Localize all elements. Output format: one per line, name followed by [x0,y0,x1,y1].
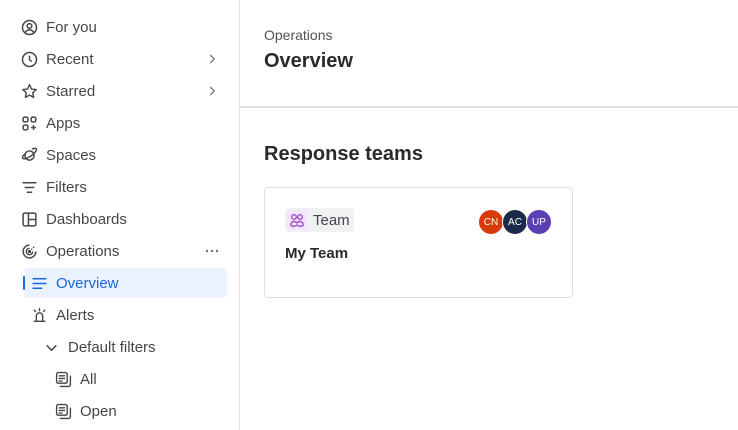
sidebar-item-label: Apps [46,114,81,132]
dashboard-icon [20,210,38,228]
sidebar-item-spaces[interactable]: Spaces [12,140,227,170]
sidebar-item-label: Starred [46,82,96,100]
active-indicator [23,276,25,290]
sidebar-item-label: Spaces [46,146,97,164]
sidebar-item-operations[interactable]: Operations [12,236,227,266]
planet-icon [20,146,38,164]
clock-icon [20,50,38,68]
section-title: Response teams [264,143,423,165]
user-circle-icon [20,18,38,36]
main-content: Operations Overview Response teams Team … [240,0,738,430]
sidebar-item-label: All [80,370,97,388]
team-tag: Team [285,208,354,232]
avatar[interactable]: AC [503,210,527,234]
sidebar-item-starred[interactable]: Starred [12,76,227,106]
apps-icon [20,114,38,132]
avatar[interactable]: CN [479,210,503,234]
filter-list-icon [54,370,72,388]
sidebar-item-label: For you [46,18,97,36]
sidebar-item-for-you[interactable]: For you [12,12,227,42]
sidebar-item-label: Operations [46,242,120,260]
sidebar-item-label: Filters [46,178,87,196]
sidebar-item-all[interactable]: All [48,364,227,394]
sidebar-item-label: Overview [56,274,119,292]
page-title: Overview [264,50,353,72]
sidebar-item-filters[interactable]: Filters [12,172,227,202]
team-name[interactable]: My Team [285,245,349,262]
sidebar-item-open[interactable]: Open [48,396,227,426]
team-tag-label: Team [313,211,350,229]
avatar[interactable]: UP [527,210,551,234]
sidebar-item-label: Default filters [68,338,156,356]
sidebar-item-label: Recent [46,50,94,68]
sidebar-item-label: Open [80,402,117,420]
sidebar-item-dashboards[interactable]: Dashboards [12,204,227,234]
sidebar-item-label: Alerts [56,306,95,324]
team-card[interactable]: Team CN AC UP My Team [264,187,573,298]
filter-list-icon [54,402,72,420]
header-divider [240,106,738,108]
sidebar-item-alerts[interactable]: Alerts [24,300,227,330]
sidebar: For you Recent Starred Apps Spaces [0,0,240,430]
alarm-light-icon [30,306,48,324]
more-icon[interactable] [203,242,221,260]
star-icon [20,82,38,100]
sidebar-item-recent[interactable]: Recent [12,44,227,74]
overview-icon [30,274,48,292]
breadcrumb[interactable]: Operations [264,27,333,43]
team-icon [287,210,307,230]
operations-icon [20,242,38,260]
sidebar-item-apps[interactable]: Apps [12,108,227,138]
chevron-down-icon[interactable] [42,338,60,356]
avatar-group[interactable]: CN AC UP [479,210,551,234]
sidebar-item-label: Dashboards [46,210,127,228]
filter-icon [20,178,38,196]
sidebar-item-default-filters[interactable]: Default filters [36,332,227,362]
chevron-right-icon[interactable] [203,82,221,100]
sidebar-item-overview[interactable]: Overview [23,268,227,298]
chevron-right-icon[interactable] [203,50,221,68]
